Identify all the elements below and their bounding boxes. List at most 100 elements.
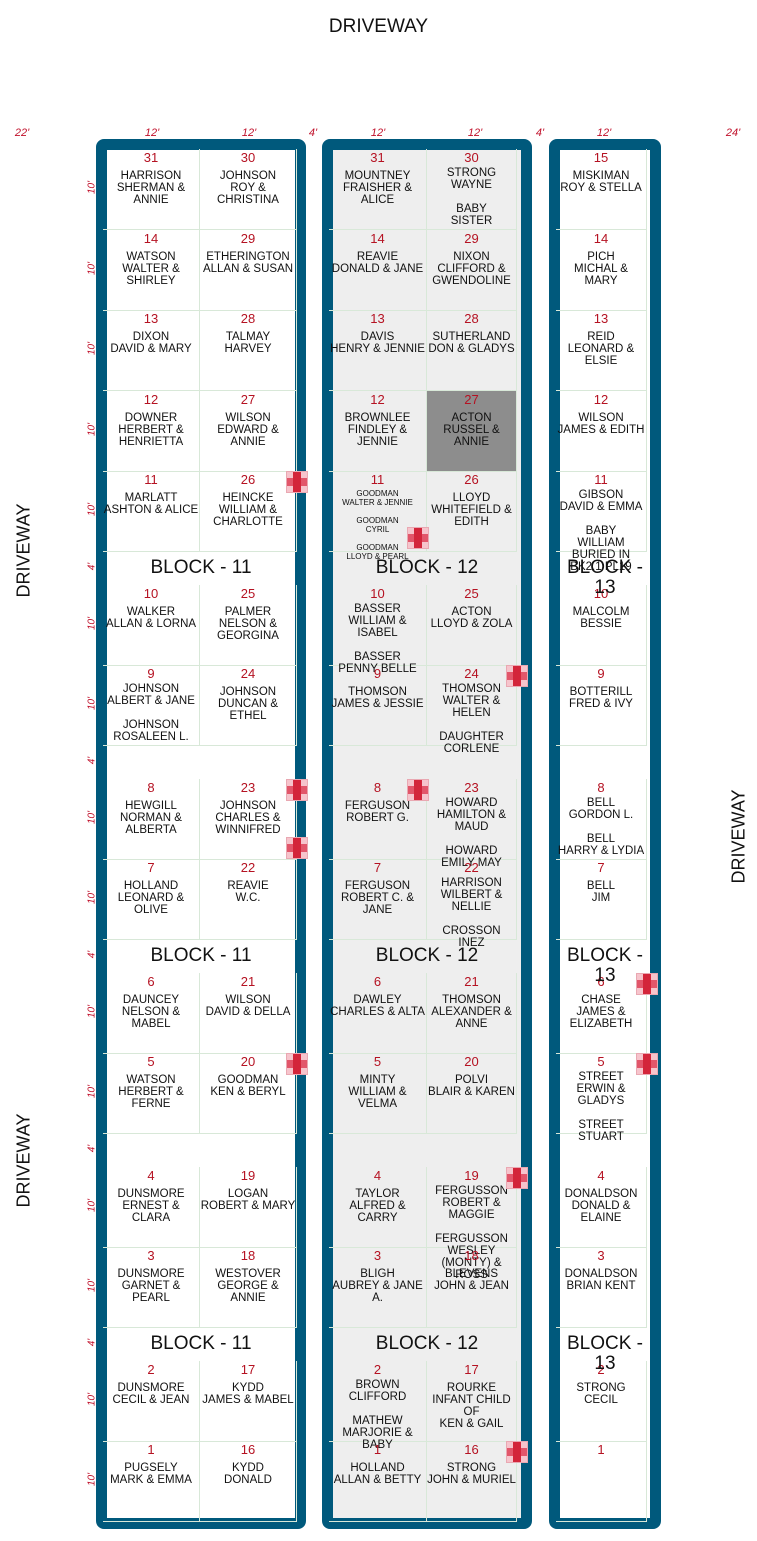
driveway-right-label: DRIVEWAY	[728, 789, 749, 884]
plot-occupants: FERGUSON ROBERT G.	[344, 799, 411, 824]
plot-occupants: JOHNSON ROY & CHRISTINA	[217, 170, 279, 206]
block-frame-b13	[549, 139, 661, 1529]
column-dimension: 4'	[535, 127, 545, 139]
column-dimension: 22'	[14, 127, 30, 139]
plot-number: 28	[240, 311, 256, 326]
plot-number: 11	[144, 472, 158, 487]
plot-number: 6	[373, 973, 382, 989]
plot-occupants: HEWGILL NORMAN & ALBERTA	[120, 799, 182, 836]
plot-number: 19	[240, 1167, 256, 1183]
grave-marker-icon	[286, 1053, 308, 1075]
plot-number: 5	[597, 1054, 605, 1069]
plot-number: 20	[240, 1054, 256, 1069]
plot-occupants: DIXON DAVID & MARY	[110, 331, 192, 355]
plot-number: 8	[597, 779, 605, 795]
plot-occupants: PUGSELY MARK & EMMA	[110, 1462, 192, 1486]
block-label-b11: BLOCK - 11	[150, 1332, 252, 1354]
plot-occupants: STRONG JOHN & MURIEL	[427, 1462, 516, 1486]
plot-number: 7	[597, 860, 605, 875]
plot-occupants: STREET ERWIN & GLADYS STREET STUART	[576, 1071, 626, 1143]
plot-number: 5	[373, 1054, 382, 1069]
plot-number: 10	[370, 585, 385, 601]
plot-occupants: WESTOVER GEORGE & ANNIE	[215, 1268, 281, 1304]
plot-number: 6	[597, 973, 605, 989]
plot-cell[interactable]: 1	[556, 1441, 647, 1522]
